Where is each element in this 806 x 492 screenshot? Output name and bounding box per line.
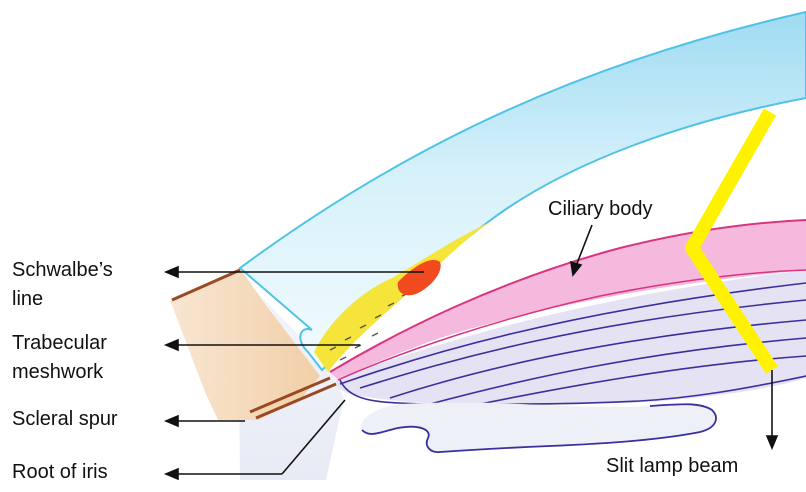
- label-root-of-iris: Root of iris: [12, 461, 108, 483]
- label-scleral-spur: Scleral spur: [12, 408, 118, 430]
- pointer-arrows: [163, 224, 779, 481]
- iris-folds: [339, 282, 806, 405]
- iris-pupillary-edge: [339, 375, 806, 406]
- ciliary-process-outline: [361, 403, 717, 453]
- cornea: [238, 10, 806, 372]
- label-schwalbes-line-1: Schwalbe’s: [12, 259, 113, 281]
- trabecular-meshwork: [314, 222, 490, 372]
- iris: [335, 270, 806, 404]
- slit-lamp-beam: [685, 108, 778, 374]
- scleral-spur: [249, 376, 337, 420]
- label-trabecular-meshwork-2: meshwork: [12, 361, 104, 383]
- label-schwalbes-line-2: line: [12, 288, 43, 310]
- schwalbes-line-structure: [397, 260, 441, 296]
- label-trabecular-meshwork-1: Trabecular: [12, 332, 107, 354]
- ciliary-body: [330, 220, 806, 380]
- ciliary-process: [360, 402, 716, 453]
- label-ciliary-body: Ciliary body: [548, 198, 652, 220]
- label-slit-lamp-beam: Slit lamp beam: [606, 455, 738, 477]
- ciliary-body-upper-edge: [329, 219, 806, 373]
- ciliary-body-lower-edge: [337, 269, 806, 381]
- episcleral-vessel: [171, 268, 241, 302]
- sclera: [170, 268, 320, 420]
